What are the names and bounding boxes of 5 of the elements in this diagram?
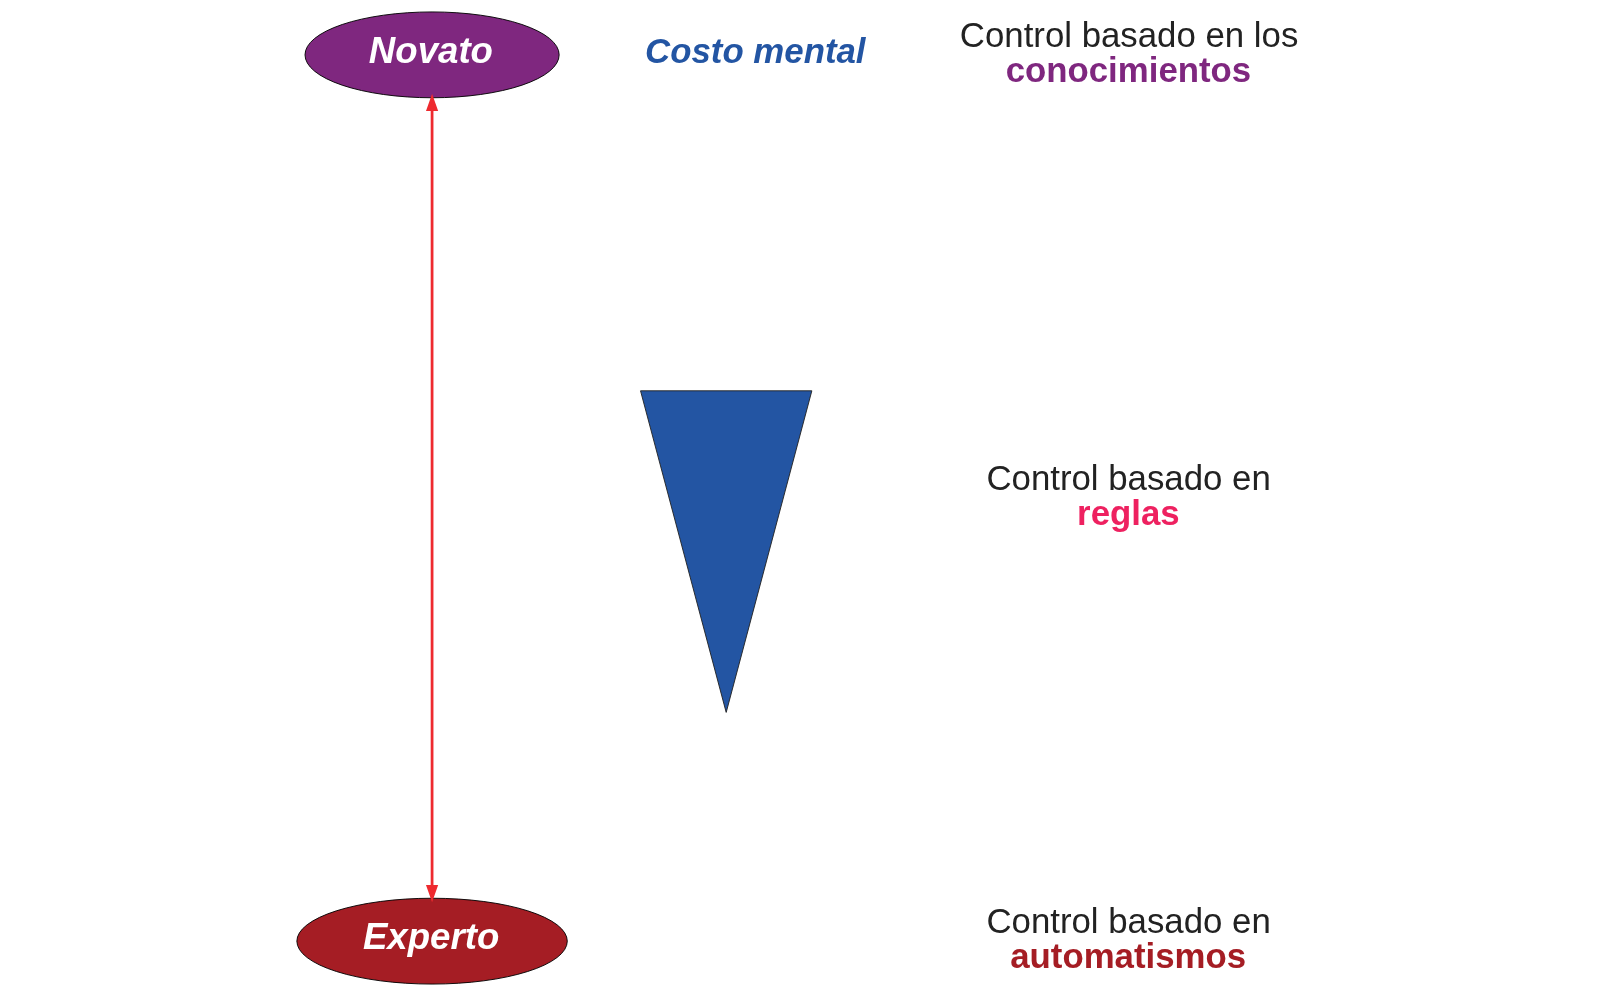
node-ellipse: Novato [304,11,560,99]
node-triangle [639,390,812,713]
arrow [425,93,438,903]
node-ellipse: Experto [295,897,568,985]
label: Costo mental [644,30,866,70]
